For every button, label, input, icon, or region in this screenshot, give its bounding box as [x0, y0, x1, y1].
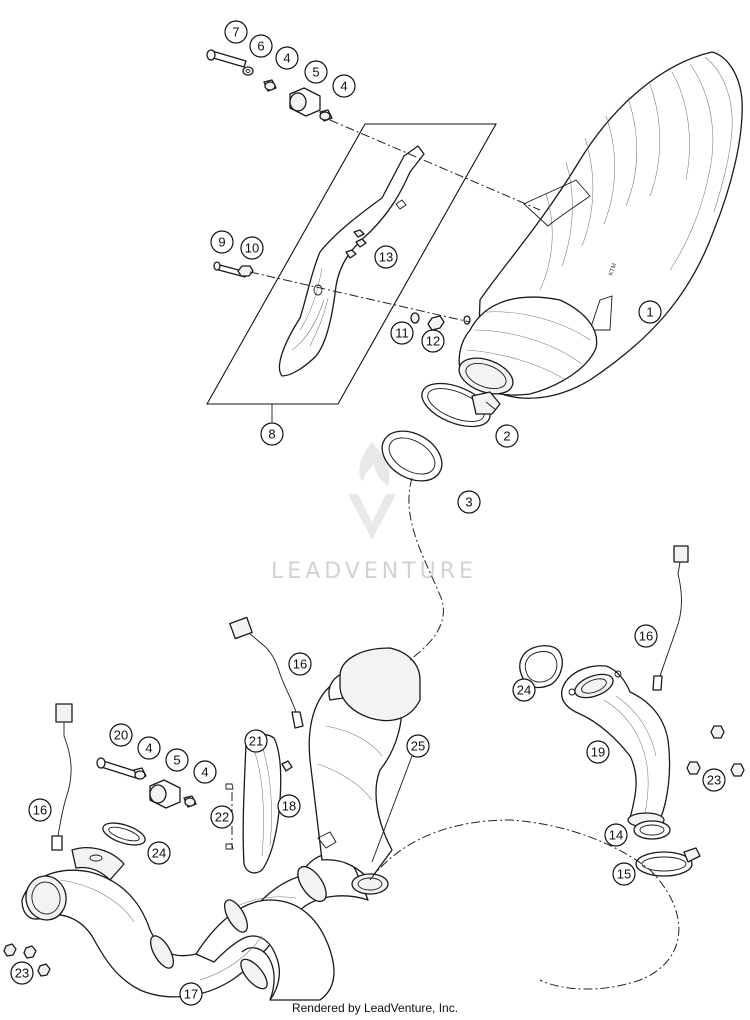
svg-text:8: 8	[268, 427, 275, 442]
svg-text:23: 23	[15, 966, 29, 981]
rear-pipe-gasket	[633, 820, 671, 840]
callout-16-middle: 16	[288, 652, 312, 676]
exhaust-manifold	[21, 647, 421, 1001]
rear-header-pipe	[560, 665, 671, 828]
muffler-clamp	[421, 382, 501, 428]
callout-10: 10	[240, 236, 264, 260]
callout-8: 8	[260, 422, 284, 446]
rear-pipe-clamp	[635, 847, 701, 877]
callout-19: 19	[586, 740, 610, 764]
callout-9: 9	[210, 230, 234, 254]
muffler: KTM	[458, 51, 743, 399]
svg-text:9: 9	[218, 235, 225, 250]
callout-6: 6	[249, 34, 273, 58]
exhaust-gasket	[381, 430, 443, 482]
flame-logo-icon	[348, 442, 396, 540]
svg-text:24: 24	[152, 846, 166, 861]
oxygen-sensor-rear	[652, 545, 689, 691]
callout-22: 22	[210, 805, 234, 829]
svg-text:23: 23	[707, 773, 721, 788]
callout-15: 15	[612, 862, 636, 886]
callout-23-left: 23	[10, 961, 34, 985]
oxygen-sensor-left	[51, 703, 73, 851]
top-mounting-hardware	[206, 49, 333, 122]
svg-text:25: 25	[411, 739, 425, 754]
callout-4-bottom-a: 4	[137, 736, 161, 760]
svg-text:16: 16	[293, 657, 307, 672]
callout-5-bottom: 5	[165, 748, 189, 772]
svg-text:17: 17	[184, 987, 198, 1002]
svg-text:14: 14	[609, 828, 623, 843]
svg-text:19: 19	[591, 745, 605, 760]
callout-4-bottom-b: 4	[193, 760, 217, 784]
svg-text:5: 5	[312, 65, 319, 80]
svg-text:2: 2	[503, 429, 510, 444]
svg-text:20: 20	[114, 728, 128, 743]
muffler-bracket	[278, 145, 425, 377]
svg-text:4: 4	[340, 79, 347, 94]
callout-16-right: 16	[634, 624, 658, 648]
svg-text:10: 10	[245, 241, 259, 256]
svg-text:16: 16	[639, 629, 653, 644]
svg-text:12: 12	[426, 334, 440, 349]
svg-text:1: 1	[646, 305, 653, 320]
svg-text:4: 4	[145, 741, 152, 756]
callout-18: 18	[277, 794, 301, 818]
svg-text:15: 15	[617, 867, 631, 882]
header-gasket-right	[519, 645, 563, 689]
assembly-routing-lines	[231, 119, 680, 990]
svg-text:KTM: KTM	[608, 263, 618, 277]
callout-3: 3	[457, 490, 481, 514]
header-nuts-left	[3, 943, 51, 977]
callout-21: 21	[244, 729, 268, 753]
svg-text:16: 16	[33, 803, 47, 818]
callout-16-left: 16	[28, 798, 52, 822]
heat-shield	[225, 733, 293, 874]
callout-7: 7	[224, 20, 248, 44]
svg-text:13: 13	[379, 250, 393, 265]
svg-text:3: 3	[465, 495, 472, 510]
callout-25: 25	[406, 734, 430, 758]
callout-25-leader	[371, 755, 413, 863]
callout-12: 12	[421, 329, 445, 353]
svg-text:7: 7	[232, 25, 239, 40]
callout-20: 20	[109, 723, 133, 747]
svg-text:6: 6	[257, 39, 264, 54]
header-gasket-left	[102, 822, 146, 846]
callout-14: 14	[604, 823, 628, 847]
svg-text:21: 21	[249, 734, 263, 749]
svg-text:4: 4	[201, 765, 208, 780]
svg-text:18: 18	[282, 799, 296, 814]
svg-text:11: 11	[395, 326, 409, 341]
header-nuts-right	[686, 725, 745, 777]
watermark-text: LEADVENTURE	[271, 559, 477, 584]
callout-4-top-b: 4	[332, 74, 356, 98]
svg-text:4: 4	[283, 51, 290, 66]
callout-24-right: 24	[512, 678, 536, 702]
callout-5-top: 5	[304, 60, 328, 84]
svg-text:5: 5	[173, 753, 180, 768]
svg-text:24: 24	[517, 683, 531, 698]
svg-text:22: 22	[215, 810, 229, 825]
leadventure-watermark: LEADVENTURE	[271, 442, 477, 584]
oxygen-sensor-front	[229, 616, 304, 729]
callout-11: 11	[390, 321, 414, 345]
callout-17: 17	[179, 982, 203, 1006]
callout-2: 2	[495, 424, 519, 448]
callout-24-left: 24	[147, 841, 171, 865]
callout-4-top-a: 4	[275, 46, 299, 70]
callout-23-right: 23	[702, 768, 726, 792]
callout-1: 1	[638, 300, 662, 324]
bracket-assembly-outline	[206, 123, 497, 422]
footer-credit: Rendered by LeadVenture, Inc.	[291, 1001, 459, 1015]
callout-13: 13	[374, 245, 398, 269]
lower-mounting-hardware	[96, 757, 197, 809]
